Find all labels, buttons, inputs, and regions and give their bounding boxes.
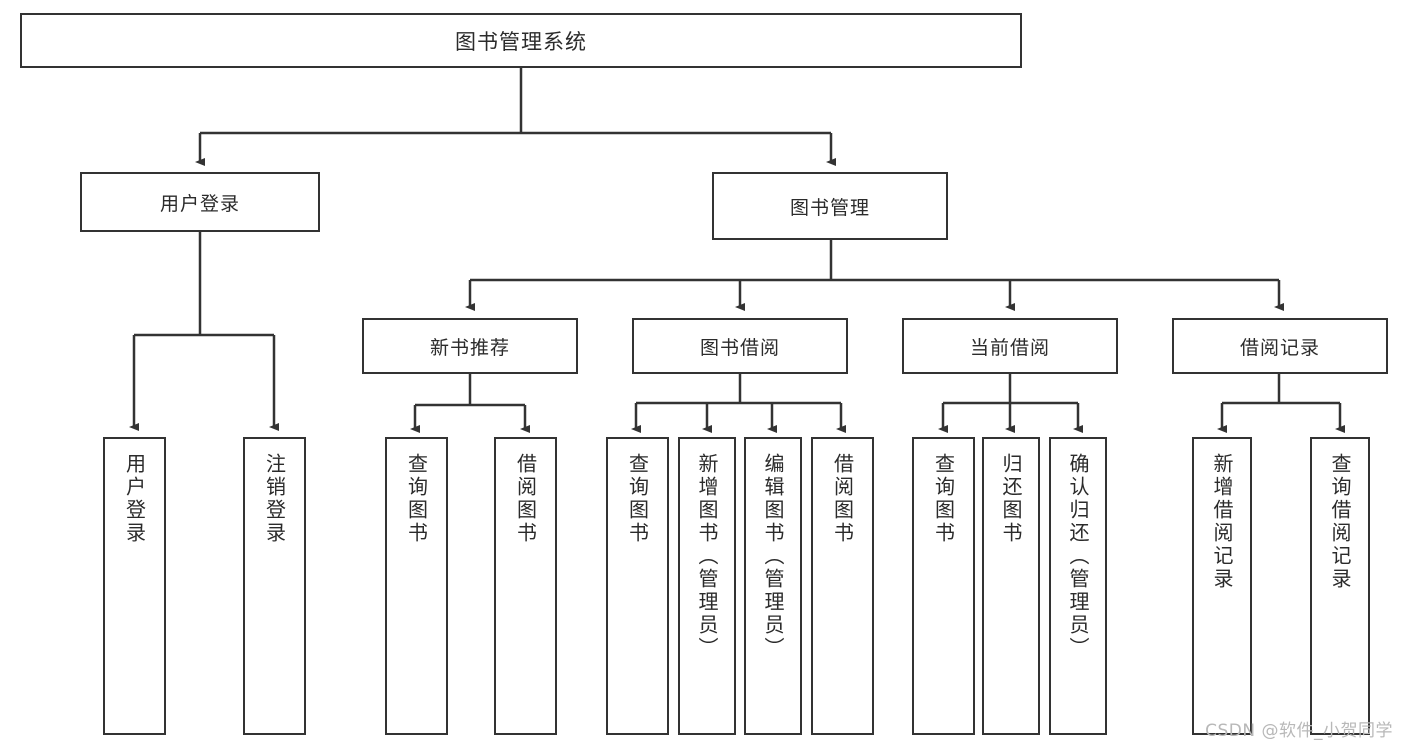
node-user-login-label: 用户登录 (159, 192, 240, 215)
leaf-user-login-login-label: 用户登录 (122, 453, 147, 545)
node-borrow-record-label: 借阅记录 (1239, 336, 1320, 359)
node-book-borrow[interactable]: 图书借阅 (632, 318, 848, 374)
leaf-current-borrow-return[interactable]: 归还图书 (982, 437, 1040, 735)
node-current-borrow-label: 当前借阅 (969, 336, 1050, 359)
leaf-new-book-query[interactable]: 查询图书 (385, 437, 448, 735)
leaf-current-borrow-query-label: 查询图书 (931, 453, 956, 545)
leaf-user-login-logout-label: 注销登录 (262, 453, 287, 545)
leaf-borrow-record-query-label: 查询借阅记录 (1328, 453, 1352, 591)
node-book-management[interactable]: 图书管理 (712, 172, 948, 240)
leaf-book-borrow-edit-label: 编辑图书（管理员） (761, 453, 785, 660)
leaf-book-borrow-add-label: 新增图书（管理员） (695, 453, 719, 660)
leaf-current-borrow-confirm-return-label: 确认归还（管理员） (1066, 453, 1090, 660)
node-root-book-management-system[interactable]: 图书管理系统 (20, 13, 1022, 68)
leaf-book-borrow-edit[interactable]: 编辑图书（管理员） (744, 437, 802, 735)
leaf-current-borrow-query[interactable]: 查询图书 (912, 437, 975, 735)
leaf-user-login-logout[interactable]: 注销登录 (243, 437, 306, 735)
leaf-borrow-record-add[interactable]: 新增借阅记录 (1192, 437, 1252, 735)
node-user-login[interactable]: 用户登录 (80, 172, 320, 232)
leaf-current-borrow-confirm-return[interactable]: 确认归还（管理员） (1049, 437, 1107, 735)
leaf-new-book-query-label: 查询图书 (404, 453, 429, 545)
node-current-borrow[interactable]: 当前借阅 (902, 318, 1118, 374)
node-book-borrow-label: 图书借阅 (699, 336, 780, 359)
node-book-management-label: 图书管理 (789, 196, 870, 219)
csdn-watermark: CSDN @软件_小贺同学 (1205, 721, 1393, 741)
leaf-new-book-borrow[interactable]: 借阅图书 (494, 437, 557, 735)
leaf-current-borrow-return-label: 归还图书 (999, 453, 1023, 545)
node-root-label: 图书管理系统 (455, 29, 587, 54)
leaf-book-borrow-add[interactable]: 新增图书（管理员） (678, 437, 736, 735)
leaf-book-borrow-query[interactable]: 查询图书 (606, 437, 669, 735)
leaf-book-borrow-borrow-label: 借阅图书 (830, 453, 855, 545)
node-borrow-record[interactable]: 借阅记录 (1172, 318, 1388, 374)
leaf-new-book-borrow-label: 借阅图书 (513, 453, 538, 545)
leaf-user-login-login[interactable]: 用户登录 (103, 437, 166, 735)
leaf-book-borrow-query-label: 查询图书 (625, 453, 650, 545)
node-new-book-recommend-label: 新书推荐 (429, 336, 510, 359)
leaf-book-borrow-borrow[interactable]: 借阅图书 (811, 437, 874, 735)
leaf-borrow-record-query[interactable]: 查询借阅记录 (1310, 437, 1370, 735)
leaf-borrow-record-add-label: 新增借阅记录 (1210, 453, 1234, 591)
node-new-book-recommend[interactable]: 新书推荐 (362, 318, 578, 374)
